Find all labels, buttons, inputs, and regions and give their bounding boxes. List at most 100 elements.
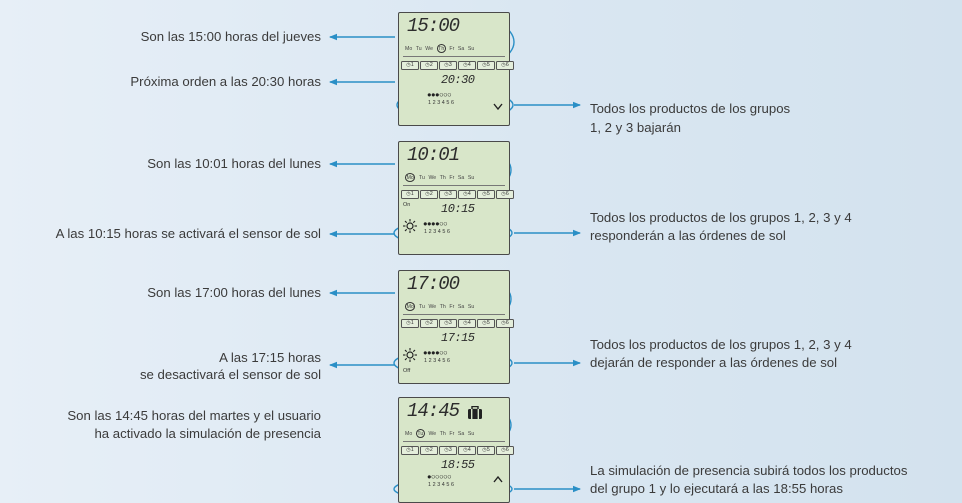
chevron-up-icon	[493, 470, 503, 488]
program-tabs: ◷1◷2◷3◷4◷5◷6	[401, 446, 514, 455]
clock-icon: ◷	[406, 447, 411, 453]
clock-icon: ◷	[406, 320, 411, 326]
callout-left-4: A las 10:15 horas se activará el sensor …	[55, 226, 321, 241]
program-tab-2: ◷2	[420, 61, 438, 70]
weekday-sa: Sa	[457, 430, 465, 437]
callout-left-5: Son las 17:00 horas del lunes	[147, 285, 321, 300]
clock-icon: ◷	[463, 447, 468, 453]
program-tab-number: 4	[467, 447, 471, 453]
program-tab-number: 2	[429, 447, 433, 453]
weekday-tu: Tu	[419, 303, 425, 310]
clock-icon: ◷	[425, 62, 430, 68]
weekday-mo: Mo	[405, 45, 413, 52]
next-program-time: 20:30	[441, 73, 475, 87]
weekday-fr: Fr	[449, 303, 455, 310]
clock-icon: ◷	[463, 191, 468, 197]
program-tab-number: 3	[448, 62, 452, 68]
callout-right-1a: Todos los productos de los grupos	[590, 101, 791, 116]
next-program-time: 18:55	[441, 458, 475, 472]
weekday-th: Th	[439, 430, 446, 437]
weekday-su: Su	[467, 430, 475, 437]
clock-icon: ◷	[482, 320, 487, 326]
callout-left-2: Próxima orden a las 20:30 horas	[130, 74, 321, 89]
program-tab-number: 4	[467, 191, 471, 197]
program-tab-6: ◷6	[496, 61, 514, 70]
sun-sensor-state: On	[403, 202, 411, 208]
program-tab-3: ◷3	[439, 319, 457, 328]
clock-icon: ◷	[444, 62, 449, 68]
suitcase-icon	[467, 405, 483, 425]
group-numbers: 123456	[428, 482, 456, 488]
group-dots: ●●●○○○	[427, 90, 452, 99]
lcd-divider	[403, 314, 505, 315]
clock-icon: ◷	[406, 191, 411, 197]
callout-left-6b: se desactivará el sensor de sol	[139, 367, 321, 382]
program-tab-number: 1	[410, 320, 414, 326]
clock-icon: ◷	[463, 320, 468, 326]
weekday-we: We	[425, 45, 433, 52]
lcd-divider	[403, 441, 505, 442]
program-tab-1: ◷1	[401, 61, 419, 70]
group-dots: ●○○○○○	[427, 472, 452, 481]
clock-icon: ◷	[501, 191, 506, 197]
clock-icon: ◷	[425, 320, 430, 326]
callout-right-4b: del grupo 1 y lo ejecutará a las 18:55 h…	[590, 481, 843, 496]
program-tab-number: 1	[410, 447, 414, 453]
sun-icon	[403, 219, 417, 238]
callout-right-2a: Todos los productos de los grupos 1, 2, …	[590, 210, 852, 225]
program-tab-number: 3	[448, 191, 452, 197]
clock-icon: ◷	[482, 191, 487, 197]
clock-icon: ◷	[482, 447, 487, 453]
program-tab-number: 5	[486, 320, 490, 326]
lcd-clock: 14:45	[407, 400, 460, 422]
lcd-clock: 17:00	[407, 273, 460, 295]
program-tab-number: 1	[410, 62, 414, 68]
weekday-mo: Mo	[405, 173, 416, 182]
callout-right-1b: 1, 2 y 3 bajarán	[590, 120, 681, 135]
program-tab-3: ◷3	[439, 190, 457, 199]
program-tab-number: 4	[467, 62, 471, 68]
program-tab-number: 6	[505, 320, 509, 326]
group-dots: ●●●●○○	[423, 219, 448, 228]
clock-icon: ◷	[444, 447, 449, 453]
program-tabs: ◷1◷2◷3◷4◷5◷6	[401, 319, 514, 328]
program-tab-number: 2	[429, 320, 433, 326]
clock-icon: ◷	[425, 191, 430, 197]
program-tab-2: ◷2	[420, 190, 438, 199]
program-tab-number: 6	[505, 62, 509, 68]
weekday-sa: Sa	[457, 174, 465, 181]
program-tab-2: ◷2	[420, 319, 438, 328]
next-program-time: 10:15	[441, 202, 475, 216]
program-tab-number: 3	[448, 447, 452, 453]
callout-left-3: Son las 10:01 horas del lunes	[147, 156, 321, 171]
program-tabs: ◷1◷2◷3◷4◷5◷6	[401, 61, 514, 70]
program-tab-6: ◷6	[496, 190, 514, 199]
weekday-th: Th	[439, 303, 446, 310]
program-tab-5: ◷5	[477, 190, 495, 199]
program-tab-number: 4	[467, 320, 471, 326]
program-tab-number: 2	[429, 191, 433, 197]
weekday-tu: Tu	[415, 429, 425, 438]
clock-icon: ◷	[463, 62, 468, 68]
weekday-we: We	[428, 174, 437, 181]
next-program-time: 17:15	[441, 331, 475, 345]
weekday-tu: Tu	[415, 45, 422, 52]
program-tab-number: 5	[486, 191, 490, 197]
weekday-fr: Fr	[449, 174, 455, 181]
clock-icon: ◷	[444, 191, 449, 197]
callout-right-2b: responderán a las órdenes de sol	[590, 228, 786, 243]
weekday-su: Su	[467, 303, 475, 310]
weekday-fr: Fr	[449, 45, 455, 52]
lcd-divider	[403, 56, 505, 57]
program-tab-2: ◷2	[420, 446, 438, 455]
weekday-we: We	[428, 303, 437, 310]
weekday-su: Su	[467, 174, 475, 181]
group-numbers: 123456	[424, 358, 452, 364]
clock-icon: ◷	[482, 62, 487, 68]
weekday-mo: Mo	[405, 430, 413, 437]
